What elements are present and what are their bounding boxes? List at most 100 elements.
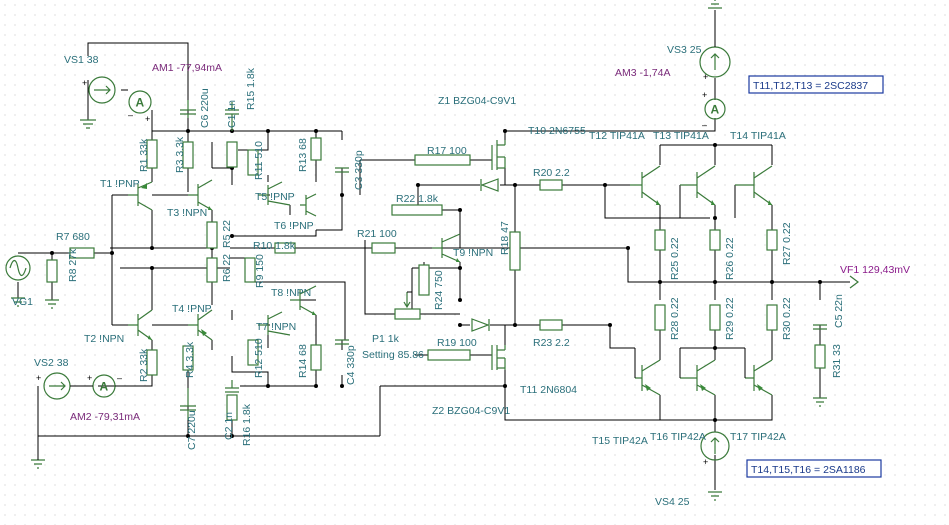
label-c4: C4 330p	[345, 345, 357, 385]
label-t13: T13 TIP41A	[653, 130, 709, 142]
svg-text:–: –	[117, 373, 122, 383]
label-r5: R5 22	[221, 220, 233, 248]
vertical-labels: R1 33k R2 33k R3 3.3k R4 3.3k R5 22 R6 2…	[67, 67, 845, 450]
label-r21: R21 100	[357, 228, 397, 240]
label-t3: T3 !NPN	[167, 207, 207, 219]
capacitors[interactable]	[180, 100, 827, 420]
label-t17: T17 TIP42A	[730, 431, 786, 443]
label-t16: T16 TIP42A	[650, 431, 706, 443]
svg-text:+: +	[703, 457, 708, 467]
diode-z2[interactable]	[471, 318, 490, 332]
ground-output	[813, 397, 827, 407]
note-pnp-text: T14,T15,T16 = 2SA1186	[751, 464, 866, 476]
label-r9: R9 150	[254, 254, 266, 288]
svg-text:A: A	[711, 103, 720, 117]
label-p1: P1 1k	[372, 333, 400, 345]
label-t2: T2 !NPN	[84, 333, 124, 345]
label-t14: T14 TIP41A	[730, 130, 786, 142]
svg-text:A: A	[100, 380, 109, 394]
ground-vs2	[31, 436, 45, 469]
label-c3: C3 330p	[353, 150, 365, 190]
label-r14: R14 68	[297, 344, 309, 378]
resistors[interactable]	[46, 137, 826, 421]
label-c5: C5 22n	[833, 294, 845, 328]
label-c2: C2 1n	[223, 412, 235, 440]
label-r26: R26 0.22	[724, 237, 736, 280]
label-vf1: VF1 129,43mV	[840, 264, 910, 276]
svg-text:–: –	[702, 120, 707, 130]
label-c6: C6 220u	[199, 88, 211, 128]
label-t12: T12 TIP41A	[589, 130, 645, 142]
source-vs3[interactable]: +	[699, 0, 731, 82]
label-r17: R17 100	[427, 145, 467, 157]
potentiometer-p1[interactable]	[394, 291, 421, 320]
label-r23: R23 2.2	[533, 337, 570, 349]
svg-text:+: +	[703, 72, 708, 82]
label-am3: AM3 -1,74A	[615, 67, 670, 79]
svg-text:+: +	[702, 90, 707, 100]
label-r12: R12 510	[253, 338, 265, 378]
label-vs1: VS1 38	[64, 54, 99, 66]
label-r8: R8 27k	[67, 248, 79, 282]
label-r3: R3 3.3k	[174, 136, 186, 173]
label-r24: R24 750	[433, 270, 445, 310]
source-vs4[interactable]: +	[700, 431, 730, 501]
svg-text:A: A	[136, 96, 145, 110]
label-am1: AM1 -77,94mA	[152, 62, 222, 74]
label-r19: R19 100	[437, 337, 477, 349]
ammeter-am2[interactable]: A + –	[87, 373, 122, 398]
label-r6: R6 22	[221, 254, 233, 282]
svg-text:+: +	[82, 78, 87, 88]
svg-text:+: +	[87, 373, 92, 383]
label-r10: R10 1.8k	[253, 240, 296, 252]
diode-z1[interactable]	[480, 178, 499, 192]
label-r13: R13 68	[297, 138, 309, 172]
label-t8: T8 !NPN	[271, 287, 311, 299]
label-r25: R25 0.22	[669, 237, 681, 280]
source-vs2[interactable]: +	[36, 372, 71, 400]
output-terminal-vf1[interactable]	[849, 275, 859, 289]
label-t6: T6 !PNP	[274, 220, 314, 232]
label-r11: R11 510	[253, 141, 265, 180]
label-r20: R20 2.2	[533, 167, 570, 179]
label-z1: Z1 BZG04-C9V1	[438, 95, 516, 107]
label-r15: R15 1.8k	[245, 67, 257, 110]
label-vs3: VS3 25	[667, 44, 702, 56]
svg-text:+: +	[36, 373, 41, 383]
label-r29: R29 0.22	[724, 297, 736, 340]
label-r7: R7 680	[56, 231, 90, 243]
label-r4: R4 3.3k	[184, 341, 196, 378]
label-c7: C7 220u	[186, 410, 198, 450]
label-t15: T15 TIP42A	[592, 435, 648, 447]
ground-vs1	[80, 119, 96, 129]
label-r27: R27 0.22	[781, 222, 793, 265]
ground-vg1	[11, 297, 59, 309]
ammeter-am3[interactable]: A + –	[702, 90, 726, 130]
label-t5: T5 !PNP	[255, 191, 295, 203]
source-vg1[interactable]	[5, 255, 31, 281]
label-vs2: VS2 38	[34, 357, 69, 369]
label-t1: T1 !PNP	[100, 178, 140, 190]
source-vs1[interactable]: +	[82, 76, 116, 104]
label-p1-setting: Setting 85.86	[362, 349, 424, 361]
label-r22: R22 1.8k	[396, 193, 439, 205]
label-r2: R2 33k	[138, 348, 150, 382]
ammeter-am1[interactable]: A –+	[128, 90, 152, 124]
label-r28: R28 0.22	[669, 297, 681, 340]
label-r30: R30 0.22	[781, 297, 793, 340]
label-r31: R31 33	[831, 344, 843, 378]
transistors[interactable]	[128, 140, 773, 396]
note-box-pnp: T14,T15,T16 = 2SA1186	[746, 459, 882, 478]
label-r18: R18 47	[499, 221, 511, 255]
label-am2: AM2 -79,31mA	[70, 411, 140, 423]
svg-text:+: +	[145, 114, 150, 124]
label-r1: R1 33k	[138, 138, 150, 172]
note-box-npn: T11,T12,T13 = 2SC2837	[748, 75, 884, 94]
label-r16: R16 1.8k	[241, 403, 253, 446]
label-vs4: VS4 25	[655, 496, 690, 508]
label-t10: T10 2N6755	[528, 125, 586, 137]
label-t11: T11 2N6804	[520, 384, 577, 396]
label-t4: T4 !PNP	[172, 303, 212, 315]
label-z2: Z2 BZG04-C9V1	[432, 405, 510, 417]
